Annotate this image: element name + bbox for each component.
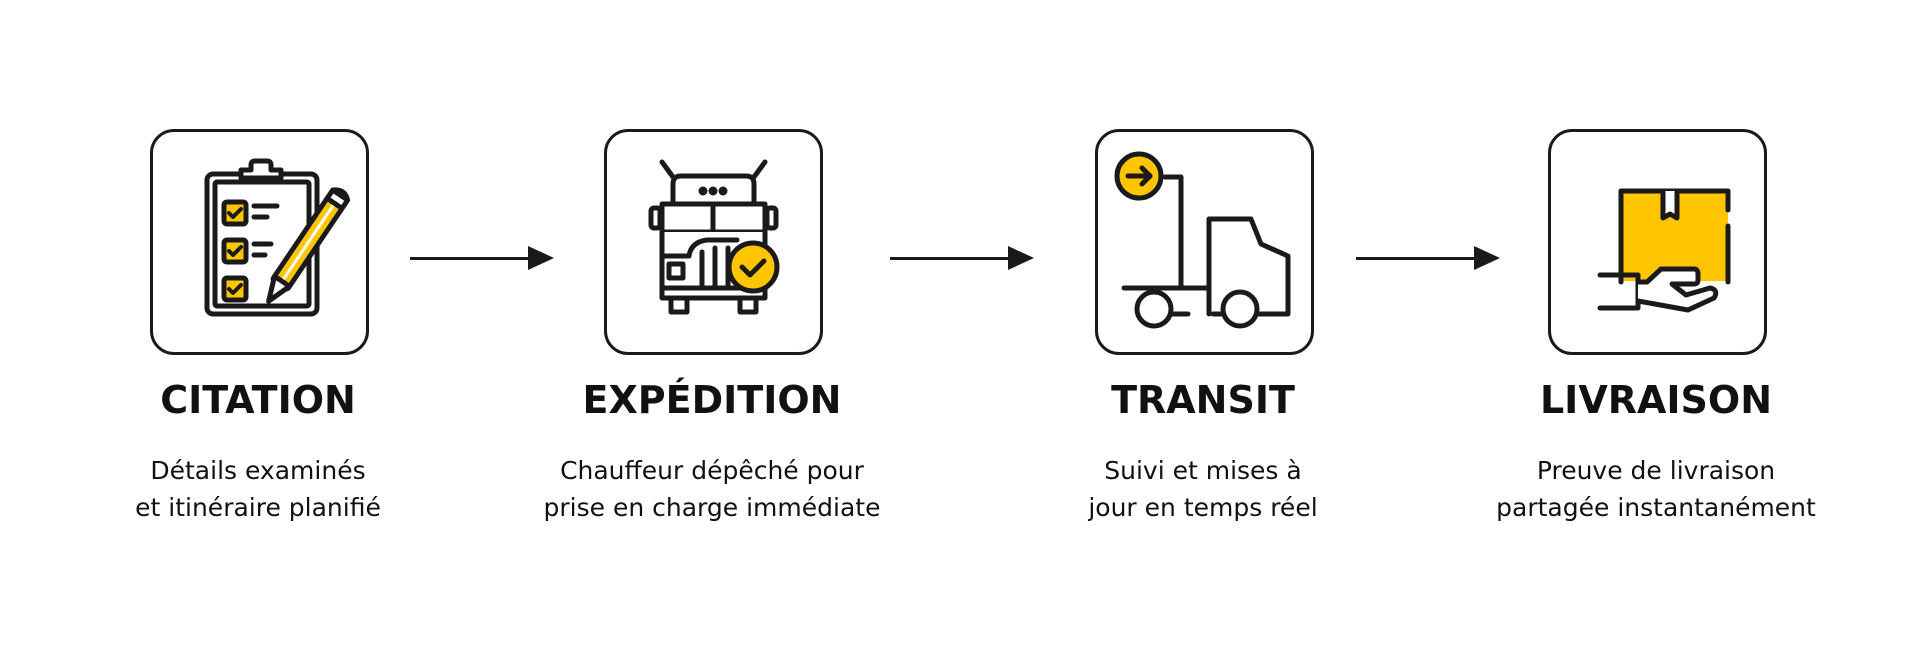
step-description-line: Détails examinés [150,456,366,485]
arrow-right-icon [890,246,1034,270]
step-description-expedition: Chauffeur dépêché pour prise en charge i… [482,452,942,526]
step-title-livraison: LIVRAISON [1539,378,1773,422]
arrow-head [528,246,554,270]
arrow-shaft [1356,257,1476,260]
arrow-right-icon [1356,246,1500,270]
arrow-head [1008,246,1034,270]
step-title-expedition: EXPÉDITION [582,378,842,422]
arrow-shaft [410,257,530,260]
step-card-livraison [1548,129,1767,355]
step-description-line: Chauffeur dépêché pour [560,456,864,485]
step-description-citation: Détails examinés et itinéraire planifié [28,452,488,526]
step-card-transit [1095,129,1314,355]
step-title-transit: TRANSIT [1111,378,1295,422]
step-description-line: partagée instantanément [1496,493,1816,522]
clipboard-checklist-pencil-icon [204,158,351,317]
step-title-citation: CITATION [160,378,356,422]
truck-side-arrow-icon [1114,151,1291,329]
step-description-line: Preuve de livraison [1536,456,1776,485]
hand-holding-package-icon [1597,188,1731,313]
step-card-citation [150,129,369,355]
step-description-livraison: Preuve de livraison partagée instantaném… [1426,452,1886,526]
step-description-line: et itinéraire planifié [135,493,381,522]
step-description-transit: Suivi et mises à jour en temps réel [973,452,1433,526]
arrow-head [1474,246,1500,270]
step-description-line: jour en temps réel [1088,493,1318,522]
step-card-expedition [604,129,823,355]
step-description-line: Suivi et mises à [1104,456,1302,485]
arrow-right-icon [410,246,554,270]
arrow-shaft [890,257,1010,260]
step-description-line: prise en charge immédiate [543,493,881,522]
truck-front-checkmark-icon [648,159,780,315]
